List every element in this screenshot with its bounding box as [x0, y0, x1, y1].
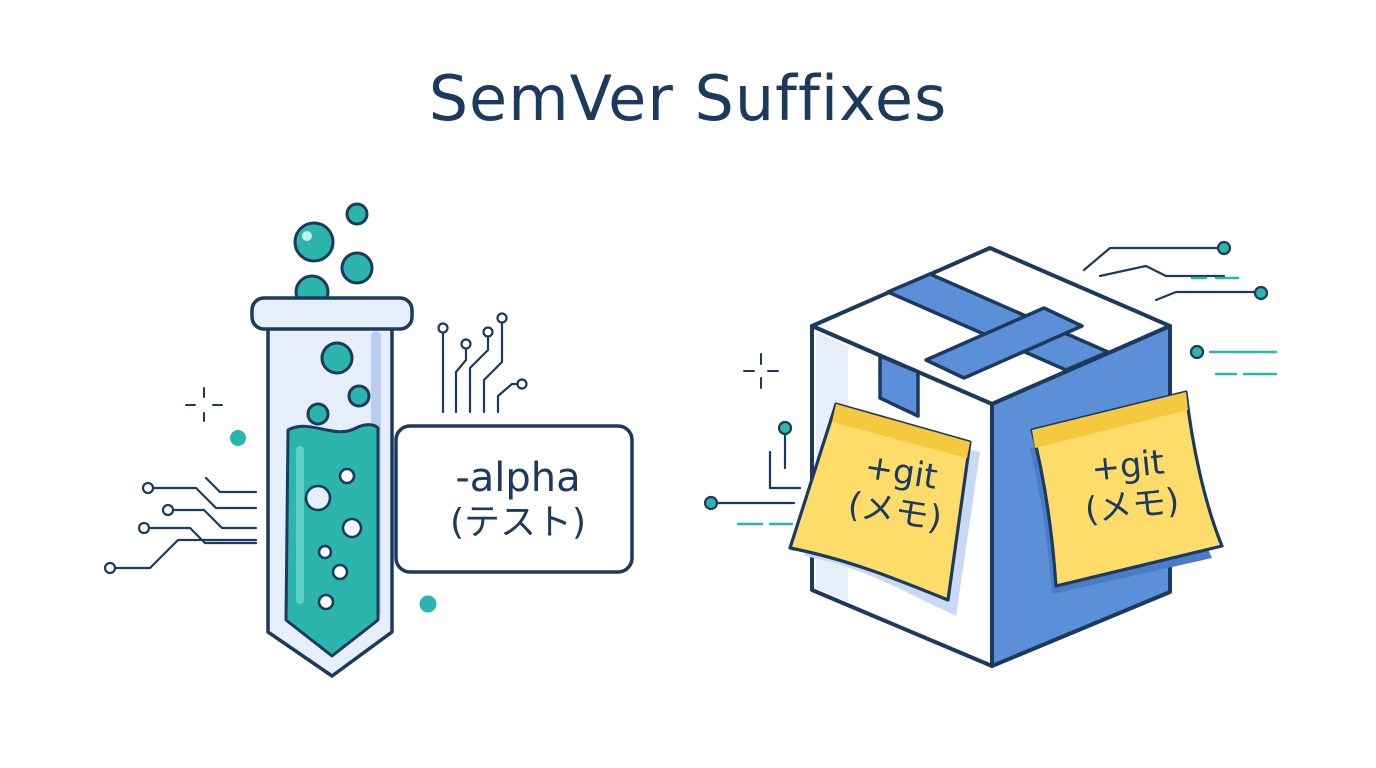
teal-dot: [230, 430, 246, 446]
test-tube-icon: [250, 202, 414, 678]
sparkle-icon: [185, 387, 223, 422]
page-title: SemVer Suffixes: [428, 62, 948, 135]
prerelease-tag-line2: (テスト): [449, 502, 587, 544]
prerelease-tag-box: [394, 424, 634, 574]
dash-lines: [736, 276, 1278, 526]
circuit-trace-icon: [103, 312, 528, 575]
sticky-note-icon: [1030, 390, 1224, 594]
circuit-trace-icon: [703, 240, 1269, 511]
sparkle-icon: [743, 353, 779, 389]
prerelease-tag-line1: -alpha: [455, 455, 581, 502]
build-note-label: +git (メモ): [1046, 438, 1214, 535]
teal-dot: [419, 595, 437, 613]
sticky-note-icon: [788, 402, 980, 616]
prerelease-tag-label: -alpha (テスト): [404, 430, 632, 570]
